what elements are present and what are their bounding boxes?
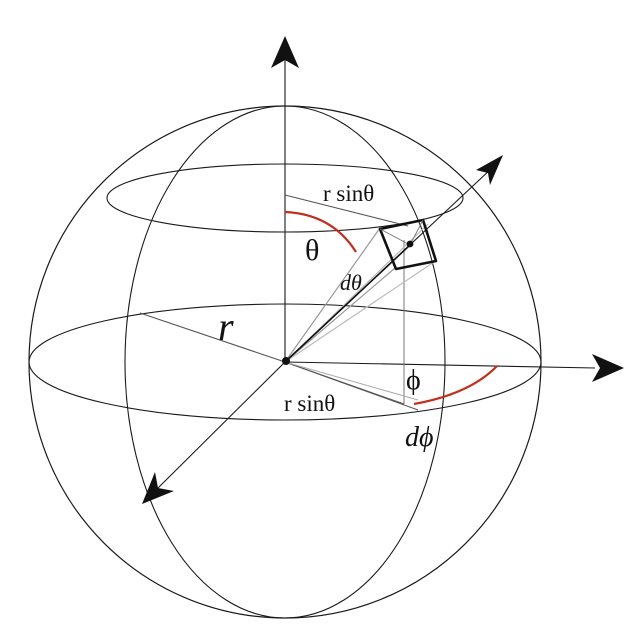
theta-angle-arc xyxy=(284,210,357,253)
z-axis-arrowhead xyxy=(271,36,299,68)
y-axis xyxy=(157,361,286,489)
volume-element-point xyxy=(406,240,414,248)
origin-point xyxy=(282,357,290,365)
radial-direction-arrowhead xyxy=(476,155,503,185)
projection-line-2 xyxy=(284,361,419,411)
y-axis-arrowhead xyxy=(142,472,174,504)
rsintheta-top-line xyxy=(284,194,409,227)
cone-ray-center xyxy=(284,244,411,363)
label-theta: θ xyxy=(305,234,319,267)
x-axis-arrowhead xyxy=(592,354,624,382)
radius-line xyxy=(139,312,286,363)
cone-ray-1 xyxy=(284,227,381,363)
label-r: r xyxy=(218,304,234,349)
label-r-sin-theta-top: r sinθ xyxy=(323,181,374,206)
volume-element-box xyxy=(378,218,438,271)
label-phi: ϕ xyxy=(406,365,421,396)
volume-element-diagonal-2 xyxy=(409,219,424,246)
cone-ray-3 xyxy=(284,261,435,363)
phi-angle-arc xyxy=(413,365,498,406)
label-r-sin-theta-bottom: r sinθ xyxy=(284,391,335,416)
label-d-theta: dθ xyxy=(340,270,362,295)
projection-line-3 xyxy=(284,361,419,401)
volume-element-diagonal-1 xyxy=(379,228,411,246)
label-d-phi: dϕ xyxy=(405,422,434,453)
cone-ray-2 xyxy=(284,267,396,363)
x-axis xyxy=(284,361,596,369)
